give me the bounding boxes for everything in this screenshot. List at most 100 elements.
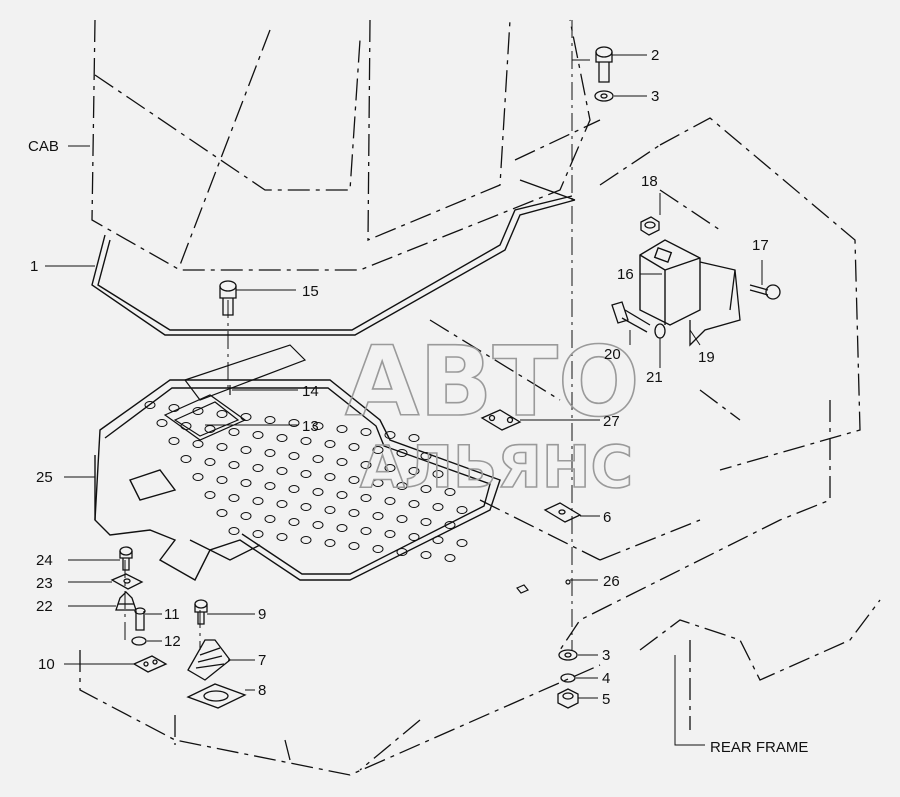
floor-hole — [324, 440, 336, 448]
floor-hole — [204, 491, 216, 499]
floor-plate-part-25 — [94, 379, 501, 581]
callout-17: 17 — [752, 237, 769, 254]
boot-part-22 — [115, 591, 137, 611]
floor-hole — [456, 539, 468, 547]
floor-hole — [396, 449, 408, 457]
bolt-part-24 — [119, 546, 133, 571]
floor-hole — [336, 491, 348, 499]
floor-hole — [276, 533, 288, 541]
floor-hole — [312, 455, 324, 463]
floor-hole — [264, 416, 276, 424]
callout-27: 27 — [603, 413, 620, 430]
floor-hole — [228, 428, 240, 436]
floor-hole — [252, 431, 264, 439]
floor-hole — [396, 548, 408, 556]
floor-hole — [444, 521, 456, 529]
callout-6: 6 — [603, 509, 611, 526]
floor-hole — [192, 473, 204, 481]
floor-hole — [324, 506, 336, 514]
plate-part-8 — [186, 683, 247, 709]
mounting-bracket-part-19 — [689, 261, 741, 347]
callout-2: 2 — [651, 47, 659, 64]
callout-5: 5 — [602, 691, 610, 708]
floor-hole — [288, 419, 300, 427]
washer-part-3-top — [594, 90, 614, 102]
floor-hole — [432, 536, 444, 544]
callout-8: 8 — [258, 682, 266, 699]
floor-hole — [420, 518, 432, 526]
floor-hole — [408, 533, 420, 541]
floor-hole — [300, 503, 312, 511]
floor-hole — [252, 530, 264, 538]
cab-outline — [91, 19, 601, 271]
watermark-line-2: АЛЬЯНС — [360, 433, 633, 501]
nut-part-5 — [557, 688, 579, 709]
floor-hole — [264, 515, 276, 523]
floor-hole — [456, 506, 468, 514]
callout-23: 23 — [36, 575, 53, 592]
floor-hole — [324, 539, 336, 547]
callout-11: 11 — [164, 606, 180, 623]
boot-part-7 — [187, 639, 231, 681]
floor-hole — [252, 464, 264, 472]
washer-part-12 — [131, 636, 147, 646]
callout-24: 24 — [36, 552, 53, 569]
floor-plate-holes — [144, 401, 468, 562]
floor-hole — [276, 467, 288, 475]
pad-part-27 — [480, 409, 522, 431]
nut-part-18 — [640, 216, 660, 236]
floor-hole — [384, 530, 396, 538]
bolt-part-9 — [194, 599, 208, 625]
floor-seal-part-1 — [91, 179, 576, 336]
callout-25: 25 — [36, 469, 53, 486]
callout-16: 16 — [617, 266, 634, 283]
floor-hole — [360, 494, 372, 502]
floor-hole — [420, 452, 432, 460]
rear-frame-outline — [79, 117, 881, 776]
floor-hole — [432, 470, 444, 478]
floor-hole — [300, 437, 312, 445]
controller-box-part-16 — [639, 239, 701, 326]
floor-hole — [312, 521, 324, 529]
floor-hole — [204, 458, 216, 466]
floor-hole — [408, 500, 420, 508]
floor-hole — [372, 512, 384, 520]
callout-1: 1 — [30, 258, 38, 275]
floor-hole — [264, 449, 276, 457]
pad-part-26 — [516, 579, 571, 594]
floor-hole — [300, 536, 312, 544]
bolt-part-20 — [611, 301, 651, 333]
screw-part-17 — [749, 284, 781, 300]
floor-hole — [360, 428, 372, 436]
floor-hole — [336, 425, 348, 433]
floor-hole — [396, 515, 408, 523]
leader-lines — [45, 54, 763, 746]
callout-18: 18 — [641, 173, 658, 190]
bolt-part-2 — [595, 46, 613, 83]
floor-hole — [312, 422, 324, 430]
callout-26: 26 — [603, 573, 620, 590]
callout-14: 14 — [302, 383, 319, 400]
floor-hole — [384, 497, 396, 505]
floor-hole — [180, 455, 192, 463]
floor-hole — [276, 500, 288, 508]
floor-hole — [216, 443, 228, 451]
floor-hole — [312, 488, 324, 496]
watermark-line-1: АВТО — [345, 326, 640, 438]
callout-3-top: 3 — [651, 88, 659, 105]
floor-hole — [336, 458, 348, 466]
bolt-part-11 — [134, 607, 146, 631]
washer-part-3-bottom — [558, 649, 578, 661]
floor-hole — [228, 527, 240, 535]
floor-hole — [420, 485, 432, 493]
floor-hole — [240, 512, 252, 520]
floor-hole — [348, 476, 360, 484]
floor-hole — [372, 545, 384, 553]
floor-hole — [240, 446, 252, 454]
pad-part-6 — [543, 502, 582, 523]
floor-hole — [360, 527, 372, 535]
floor-hole — [360, 461, 372, 469]
floor-hole — [276, 434, 288, 442]
floor-hole — [228, 461, 240, 469]
